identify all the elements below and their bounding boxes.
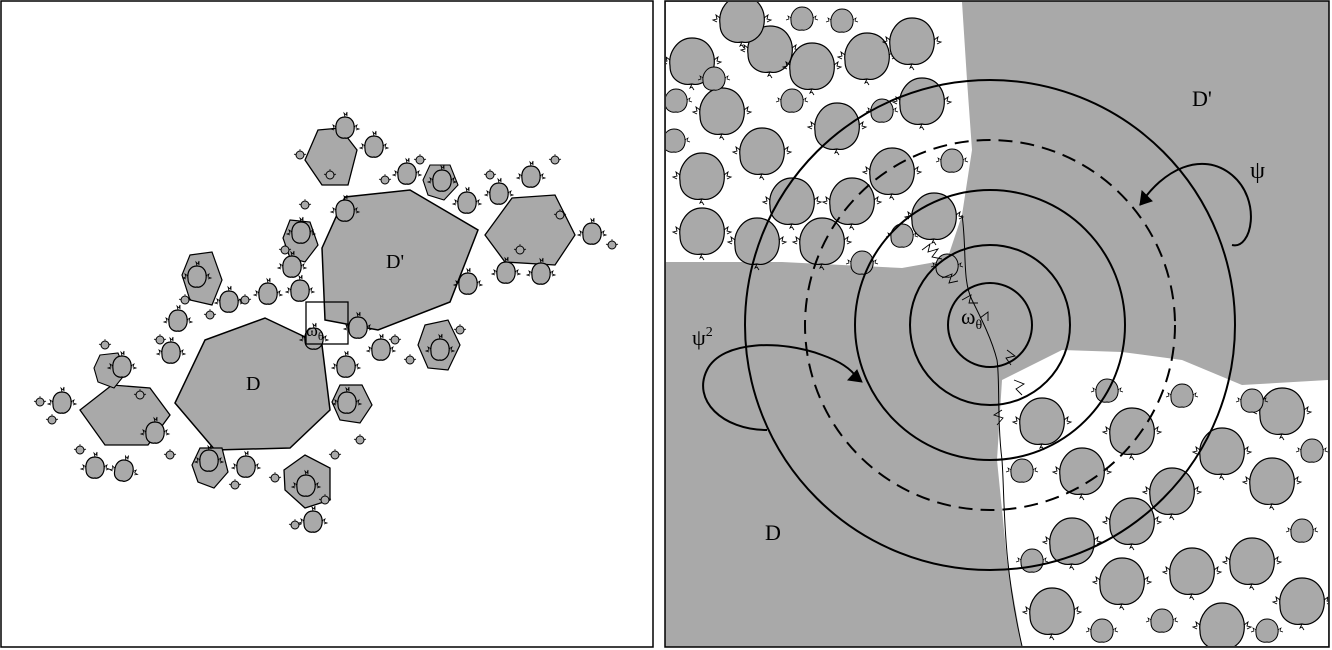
left-frame [0,0,654,648]
dashed-circle [804,139,1176,511]
component-d [174,317,331,451]
label-d-prime: D' [1192,86,1212,111]
label-d: D [765,520,781,545]
label-d: D [246,373,260,395]
right-panel: D' D ωθ ψ ψ2 [662,0,1332,650]
label-omega-theta: ωθ [306,320,324,343]
component-d-prime [321,189,479,331]
label-psi-squared: ψ2 [692,325,713,350]
psi-squared-arrow [702,344,863,431]
julia-set-overview: D' D ωθ [0,0,654,648]
zoom-view: D' D ωθ ψ ψ2 [664,0,1330,648]
label-omega-theta: ωθ [961,304,982,333]
boundary-filament [961,214,1023,646]
label-psi: ψ [1250,158,1265,184]
concentric-circles [744,79,1236,571]
psi-arrow [1139,162,1252,247]
zoom-box [305,301,349,345]
filament-details [921,242,1025,426]
left-panel: D' D ωθ [0,0,656,650]
label-d-prime: D' [386,251,404,273]
